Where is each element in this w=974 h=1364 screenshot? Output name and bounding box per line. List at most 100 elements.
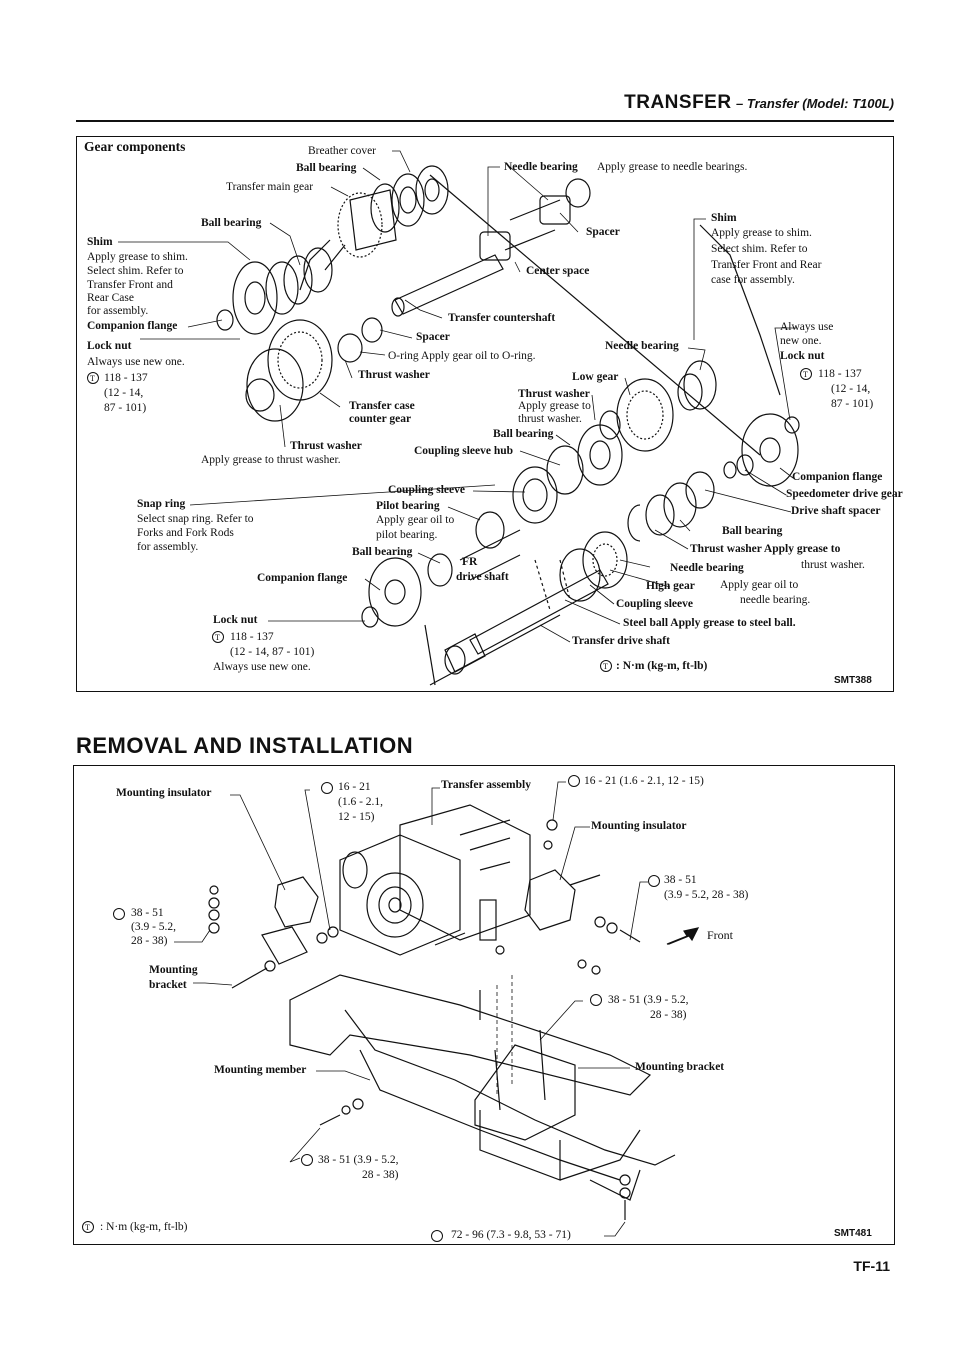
page-header: TRANSFER – Transfer (Model: T100L) <box>624 92 894 114</box>
mounting-bracket-left-line-0: Mounting <box>149 964 198 976</box>
always-use-line-1: new one. <box>780 335 822 347</box>
label-mounting-bracket-right: Mounting bracket <box>635 1061 725 1073</box>
label-low-gear: Low gear <box>572 371 619 383</box>
thrust-washer-right-line-0: Thrust washer Apply grease to <box>690 543 841 555</box>
torque-38-51-mid-line-0: 38 - 51 (3.9 - 5.2, <box>608 994 689 1006</box>
label-companion-flange-low: Companion flange <box>257 572 348 584</box>
torque-38-51-left-line-1: (3.9 - 5.2, <box>131 921 177 933</box>
counter-gear-line-1: counter gear <box>349 413 412 425</box>
lock-nut-low-line-2: (12 - 14, 87 - 101) <box>230 646 315 658</box>
label-transfer-countershaft: Transfer countershaft <box>448 312 556 324</box>
gear-units-legend: : N·m (kg-m, ft-lb) <box>616 660 708 672</box>
shim-left-line-4: Rear Case <box>87 292 134 304</box>
mounting-bracket-left-line-1: bracket <box>149 979 187 991</box>
label-transfer-drive-shaft: Transfer drive shaft <box>572 635 670 647</box>
label-center-space: Center space <box>526 265 590 277</box>
shim-left-line-3: Transfer Front and <box>87 279 173 291</box>
lock-nut-left-line-0: Lock nut <box>87 340 132 352</box>
label-companion-flange-left: Companion flange <box>87 320 178 332</box>
label-ball-bearing-left: Ball bearing <box>201 217 262 229</box>
removal-figure <box>73 765 895 1245</box>
torque-38-51-mid-line-1: 28 - 38) <box>650 1009 687 1021</box>
label-torque-16-21-right: 16 - 21 (1.6 - 2.1, 12 - 15) <box>584 775 704 787</box>
snap-ring-line-2: Forks and Fork Rods <box>137 527 234 539</box>
thrust-washer-mid-line-2: thrust washer. <box>518 413 582 425</box>
gear-components-figure <box>76 136 894 692</box>
torque-38-51-left-line-0: 38 - 51 <box>131 907 164 919</box>
snap-ring-line-1: Select snap ring. Refer to <box>137 513 254 525</box>
label-ball-bearing-mid: Ball bearing <box>493 428 554 440</box>
label-breather-cover: Breather cover <box>308 145 377 157</box>
label-oring: O-ring Apply gear oil to O-ring. <box>388 350 536 362</box>
shim-right-line-2: Select shim. Refer to <box>711 243 808 255</box>
shim-right-line-0: Shim <box>711 212 737 224</box>
label-front: Front <box>707 928 734 942</box>
torque-38-51-left-line-2: 28 - 38) <box>131 935 168 947</box>
lock-nut-left-line-1: Always use new one. <box>87 356 185 368</box>
label-coupling-sleeve-mid: Coupling sleeve <box>388 484 465 496</box>
always-use-line-5: 87 - 101) <box>831 398 874 410</box>
torque-16-21-left-line-0: 16 - 21 <box>338 781 371 793</box>
lock-nut-left-line-4: 87 - 101) <box>104 402 147 414</box>
label-spacer-top: Spacer <box>586 226 620 238</box>
label-ball-bearing-top: Ball bearing <box>296 162 357 174</box>
lock-nut-low-line-3: Always use new one. <box>213 661 311 673</box>
always-use-line-3: 118 - 137 <box>818 368 862 380</box>
figure-code-smt388: SMT388 <box>834 675 872 686</box>
high-gear-note-line-0: Apply gear oil to <box>720 579 799 591</box>
label-companion-flange-right: Companion flange <box>792 471 883 483</box>
header-subtitle: – Transfer (Model: T100L) <box>736 96 894 111</box>
gear-components-heading: Gear components <box>84 139 186 154</box>
torque-38-51-bottom-line-0: 38 - 51 (3.9 - 5.2, <box>318 1154 399 1166</box>
label-needle-bearing-right: Needle bearing <box>670 562 744 574</box>
removal-units-legend: : N·m (kg-m, ft-lb) <box>100 1221 188 1233</box>
lock-nut-low-line-0: Lock nut <box>213 614 258 626</box>
torque-16-21-left-line-1: (1.6 - 2.1, <box>338 796 384 808</box>
label-fr: FR <box>462 556 478 568</box>
label-steel-ball: Steel ball Apply grease to steel ball. <box>623 617 796 629</box>
thrust-washer-mid-line-1: Apply grease to <box>518 400 591 412</box>
label-coupling-sleeve-hub: Coupling sleeve hub <box>414 445 514 457</box>
always-use-line-2: Lock nut <box>780 350 825 362</box>
counter-gear-line-0: Transfer case <box>349 400 415 412</box>
snap-ring-line-0: Snap ring <box>137 498 186 510</box>
always-use-line-4: (12 - 14, <box>831 383 871 395</box>
page-number: TF-11 <box>853 1258 890 1274</box>
label-needle-bearing-top: Needle bearing <box>504 161 578 173</box>
thrust-washer-bottom-line-0: Thrust washer <box>290 440 362 452</box>
label-mounting-member: Mounting member <box>214 1064 307 1076</box>
shim-right-line-3: Transfer Front and Rear <box>711 259 822 271</box>
snap-ring-line-3: for assembly. <box>137 541 199 553</box>
header-rule <box>76 120 894 122</box>
section-title: REMOVAL AND INSTALLATION <box>76 733 414 758</box>
thrust-washer-right-line-1: thrust washer. <box>801 559 865 571</box>
thrust-washer-mid-line-0: Thrust washer <box>518 388 590 400</box>
always-use-line-0: Always use <box>780 321 834 333</box>
torque-38-51-bottom-line-1: 28 - 38) <box>362 1169 399 1181</box>
pilot-bearing-line-2: pilot bearing. <box>376 529 438 541</box>
torque-16-21-left-line-2: 12 - 15) <box>338 811 375 823</box>
torque-38-51-right-line-1: (3.9 - 5.2, 28 - 38) <box>664 889 749 901</box>
torque-icon: T <box>215 633 220 642</box>
label-torque-72-96: 72 - 96 (7.3 - 9.8, 53 - 71) <box>451 1229 571 1241</box>
pilot-bearing-line-1: Apply gear oil to <box>376 514 455 526</box>
label-mounting-insulator-left: Mounting insulator <box>116 787 212 799</box>
label-speedometer-drive-gear: Speedometer drive gear <box>786 488 903 500</box>
thrust-washer-bottom-line-1: Apply grease to thrust washer. <box>201 454 341 466</box>
label-drive-shaft-spacer: Drive shaft spacer <box>791 505 881 517</box>
torque-icon: T <box>90 374 95 383</box>
label-mounting-insulator-right: Mounting insulator <box>591 820 687 832</box>
shim-left-line-2: Select shim. Refer to <box>87 265 184 277</box>
label-high-gear: High gear <box>646 580 695 592</box>
lock-nut-left-line-3: (12 - 14, <box>104 387 144 399</box>
figure-code-smt481: SMT481 <box>834 1228 872 1239</box>
torque-38-51-right-line-0: 38 - 51 <box>664 874 697 886</box>
lock-nut-left-line-2: 118 - 137 <box>104 372 148 384</box>
header-title: TRANSFER <box>624 92 732 113</box>
label-thrust-washer-top: Thrust washer <box>358 369 430 381</box>
label-needle-bearing-mid: Needle bearing <box>605 340 679 352</box>
label-drive-shaft: drive shaft <box>456 571 509 583</box>
label-needle-bearing-note: Apply grease to needle bearings. <box>597 161 748 173</box>
